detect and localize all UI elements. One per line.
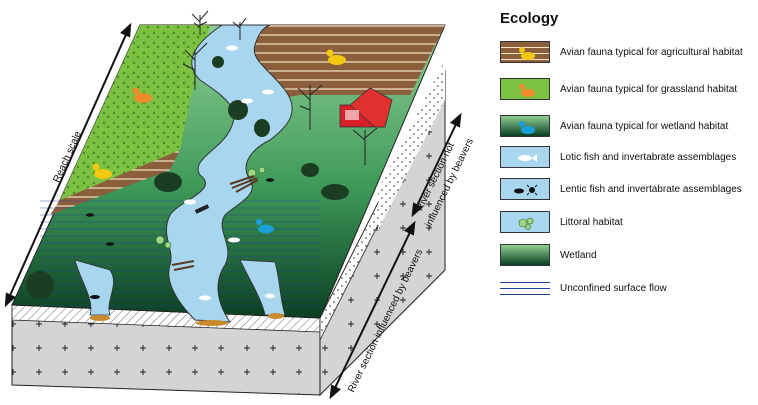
agricultural-strip-left xyxy=(50,150,180,215)
farm-house-icon xyxy=(339,87,393,128)
legend-item-lotic: Lotic fish and invertabrate assemblages xyxy=(500,145,736,169)
duck-icon xyxy=(519,121,535,134)
lily-pad-icon xyxy=(518,217,534,230)
side-channel-left xyxy=(74,259,114,316)
shrub-icon xyxy=(26,56,349,299)
swatch-wetland xyxy=(500,244,550,266)
legend-item-flow: Unconfined surface flow xyxy=(500,276,667,300)
tree-icon xyxy=(182,10,378,165)
legend-item-wetland-fauna: Avian fauna typical for wetland habitat xyxy=(500,114,728,138)
sediment-deposit xyxy=(196,320,228,326)
legend-item-lentic: Lentic fish and invertabrate assemblages xyxy=(500,177,742,201)
legend-label: Unconfined surface flow xyxy=(560,282,667,294)
log-icon xyxy=(194,204,210,214)
swatch-water xyxy=(500,211,550,233)
legend-label: Lotic fish and invertabrate assemblages xyxy=(560,151,737,163)
swatch-water xyxy=(500,146,550,168)
lily-pad-icon xyxy=(155,166,266,249)
legend-label: Avian fauna typical for agricultural hab… xyxy=(560,46,743,58)
legend-title: Ecology xyxy=(500,10,559,27)
river-section-influenced-arrow xyxy=(329,220,416,400)
river-channel xyxy=(165,24,293,323)
lentic-fish-icon xyxy=(86,178,274,299)
fish-icon xyxy=(184,45,275,301)
swatch-agricultural xyxy=(500,41,550,63)
swatch-wetland-dark xyxy=(500,115,550,137)
legend-label: Lentic fish and invertabrate assemblages xyxy=(560,183,742,195)
grassland-area xyxy=(60,25,210,210)
legend-item-littoral: Littoral habitat xyxy=(500,210,623,234)
river-section-not-influenced-arrow xyxy=(411,112,462,218)
duck-icon xyxy=(92,49,346,234)
legend-item-wetland: Wetland xyxy=(500,243,597,267)
legend-label: Wetland xyxy=(560,249,597,261)
side-channel-right xyxy=(239,259,286,316)
lentic-icon xyxy=(514,184,538,196)
beaver-dam xyxy=(171,175,259,271)
legend-label: Avian fauna typical for wetland habitat xyxy=(560,120,729,132)
legend-label: Littoral habitat xyxy=(560,216,623,228)
legend-item-grassland: Avian fauna typical for grassland habita… xyxy=(500,77,737,101)
sediment-deposit xyxy=(90,315,110,321)
reach-scale-arrow xyxy=(4,22,132,308)
swatch-water xyxy=(500,178,550,200)
legend-label: Avian fauna typical for grassland habita… xyxy=(560,83,738,95)
sediment-deposit xyxy=(268,313,284,319)
duck-icon xyxy=(519,47,535,60)
fish-icon xyxy=(518,154,537,162)
landscape-diagram: Reach scale River section not influenced… xyxy=(4,10,476,400)
duck-icon xyxy=(519,84,535,97)
legend-item-agricultural: Avian fauna typical for agricultural hab… xyxy=(500,40,743,64)
swatch-flow-lines xyxy=(500,277,550,299)
swatch-grassland xyxy=(500,78,550,100)
right-upper-sediment xyxy=(378,60,445,230)
